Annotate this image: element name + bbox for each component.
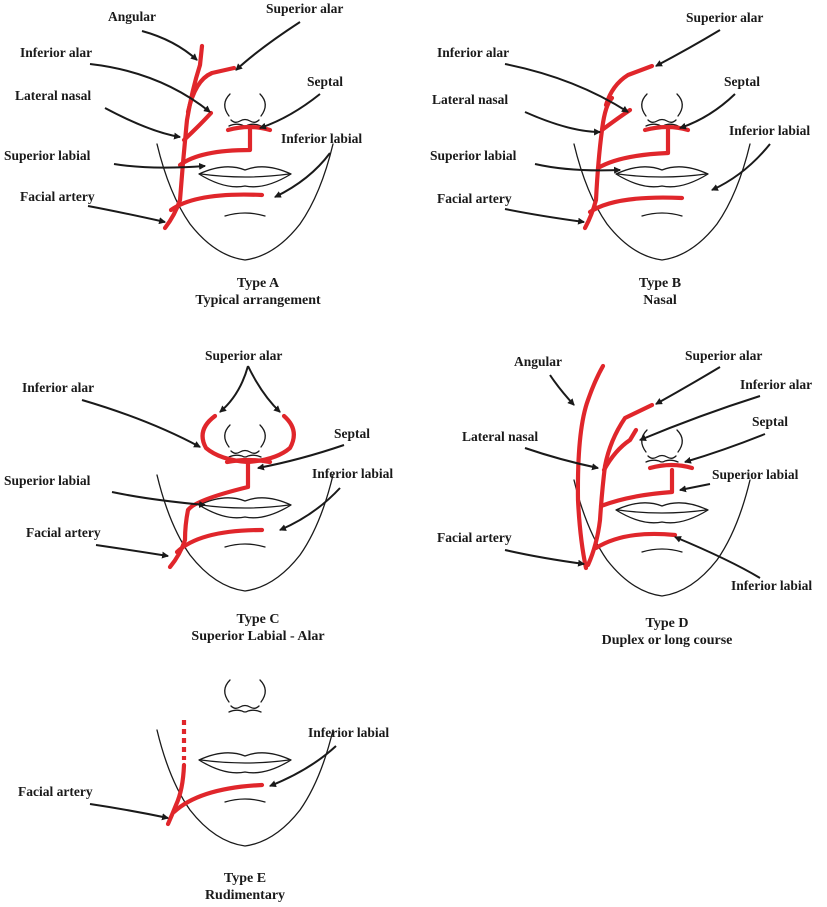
arrows-d: [504, 366, 766, 579]
label-septal: Septal: [334, 426, 370, 441]
caption-desc-d: Duplex or long course: [602, 633, 733, 648]
label-facial-artery: Facial artery: [18, 784, 93, 799]
artery-tree-c: [167, 413, 296, 570]
caption-desc-c: Superior Labial - Alar: [191, 629, 324, 644]
label-facial-artery: Facial artery: [437, 191, 512, 206]
label-lateral-nasal: Lateral nasal: [15, 88, 91, 103]
artery-tree-a: [162, 43, 273, 231]
panel-type-b: Superior alar Inferior alar Septal Later…: [430, 10, 810, 308]
label-superior-alar: Superior alar: [205, 348, 282, 363]
label-inferior-labial: Inferior labial: [312, 466, 393, 481]
label-septal: Septal: [724, 74, 760, 89]
caption-type-d: Type D: [646, 616, 689, 631]
label-lateral-nasal: Lateral nasal: [432, 92, 508, 107]
caption-desc-e: Rudimentary: [205, 888, 285, 903]
label-inferior-labial: Inferior labial: [731, 578, 812, 593]
panel-type-d: Angular Superior alar Inferior alar Sept…: [437, 348, 812, 648]
caption-desc-a: Typical arrangement: [195, 293, 321, 308]
label-facial-artery: Facial artery: [26, 525, 101, 540]
arrows-b: [504, 29, 771, 225]
label-superior-labial: Superior labial: [712, 467, 799, 482]
label-inferior-alar: Inferior alar: [20, 45, 92, 60]
arrows-c: [81, 365, 345, 559]
label-lateral-nasal: Lateral nasal: [462, 429, 538, 444]
artery-tree-b: [582, 63, 691, 231]
label-inferior-alar: Inferior alar: [740, 377, 812, 392]
panel-type-c: Superior alar Inferior alar Septal Super…: [4, 348, 393, 644]
label-septal: Septal: [752, 414, 788, 429]
label-septal: Septal: [307, 74, 343, 89]
label-angular: Angular: [514, 354, 562, 369]
caption-type-c: Type C: [237, 612, 280, 627]
caption-type-a: Type A: [237, 276, 280, 291]
arrows-a: [87, 21, 331, 225]
artery-tree-e: [165, 720, 265, 827]
label-inferior-labial: Inferior labial: [308, 725, 389, 740]
label-inferior-alar: Inferior alar: [22, 380, 94, 395]
label-inferior-labial: Inferior labial: [281, 131, 362, 146]
arrows-e: [89, 745, 337, 821]
label-superior-labial: Superior labial: [4, 148, 91, 163]
caption-type-b: Type B: [639, 276, 681, 291]
label-superior-alar: Superior alar: [685, 348, 762, 363]
label-facial-artery: Facial artery: [20, 189, 95, 204]
label-superior-labial: Superior labial: [4, 473, 91, 488]
artery-tree-d: [575, 363, 695, 571]
label-angular: Angular: [108, 9, 156, 24]
label-superior-labial: Superior labial: [430, 148, 517, 163]
label-facial-artery: Facial artery: [437, 530, 512, 545]
caption-type-e: Type E: [224, 871, 266, 886]
label-inferior-labial: Inferior labial: [729, 123, 810, 138]
caption-desc-b: Nasal: [643, 293, 677, 308]
panel-type-e: Inferior labial Facial artery Type E Rud…: [18, 679, 389, 903]
panel-type-a: Angular Superior alar Inferior alar Late…: [4, 1, 362, 308]
label-superior-alar: Superior alar: [266, 1, 343, 16]
label-inferior-alar: Inferior alar: [437, 45, 509, 60]
label-superior-alar: Superior alar: [686, 10, 763, 25]
